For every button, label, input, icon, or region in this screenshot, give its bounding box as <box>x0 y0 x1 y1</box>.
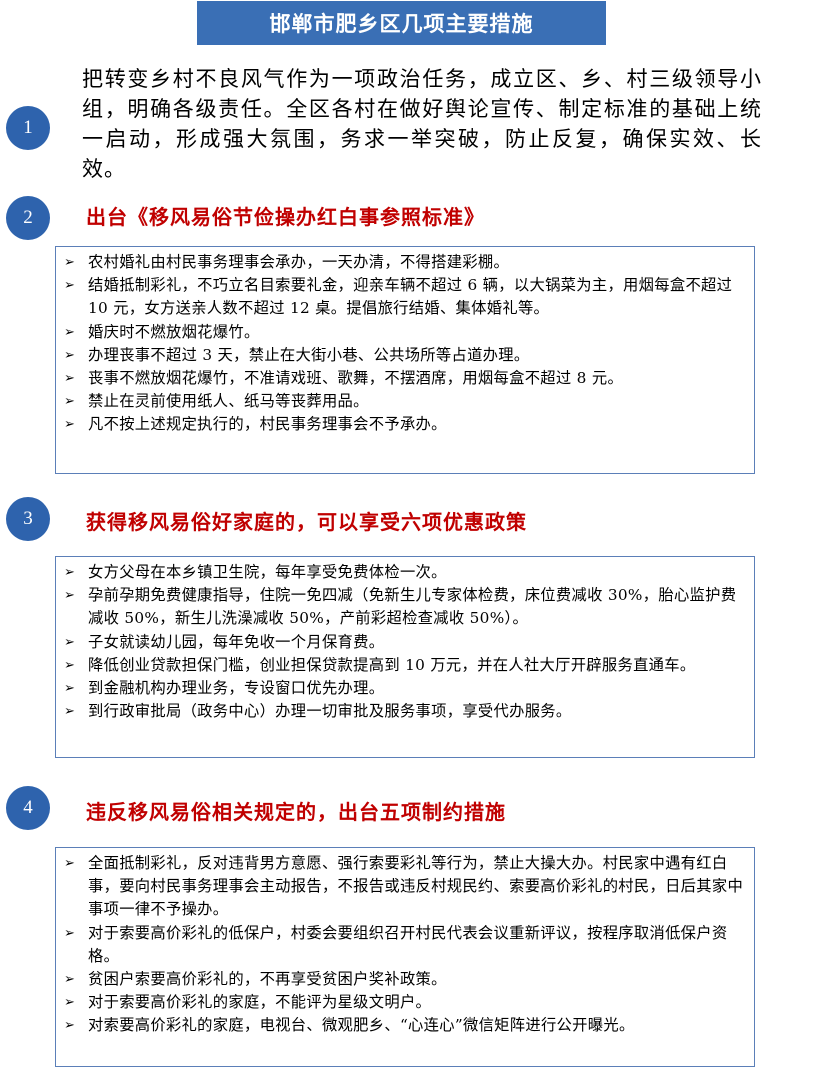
list-item: ➢婚庆时不燃放烟花爆竹。 <box>64 321 746 344</box>
section-number-4: 4 <box>6 786 50 830</box>
section-number-3: 3 <box>6 497 50 541</box>
arrowhead-bullet-icon: ➢ <box>64 588 76 604</box>
list-item: ➢全面抵制彩礼，反对违背男方意愿、强行索要彩礼等行为，禁止大操大办。村民家中遇有… <box>64 854 744 919</box>
list-item: ➢对索要高价彩礼的家庭，电视台、微观肥乡、“心连心”微信矩阵进行公开曝光。 <box>64 1014 746 1037</box>
list-item: ➢到金融机构办理业务，专设窗口优先办理。 <box>64 677 746 700</box>
list-item: ➢子女就读幼儿园，每年免收一个月保育费。 <box>64 631 746 654</box>
section-2-heading: 出台《移风易俗节俭操办红白事参照标准》 <box>86 205 485 229</box>
arrowhead-bullet-icon: ➢ <box>64 972 76 988</box>
list-item: ➢办理丧事不超过 3 天，禁止在大街小巷、公共场所等占道办理。 <box>64 344 746 367</box>
section-2-list: ➢农村婚礼由村民事务理事会承办，一天办清，不得搭建彩棚。 ➢结婚抵制彩礼，不巧立… <box>64 251 746 437</box>
arrowhead-bullet-icon: ➢ <box>64 278 76 294</box>
arrowhead-bullet-icon: ➢ <box>64 681 76 697</box>
page-title: 邯郸市肥乡区几项主要措施 <box>197 1 606 45</box>
list-item: ➢女方父母在本乡镇卫生院，每年享受免费体检一次。 <box>64 561 746 584</box>
list-item: ➢农村婚礼由村民事务理事会承办，一天办清，不得搭建彩棚。 <box>64 251 746 274</box>
section-3-box: ➢女方父母在本乡镇卫生院，每年享受免费体检一次。 ➢孕前孕期免费健康指导，住院一… <box>55 556 755 758</box>
section-1-text: 把转变乡村不良风气作为一项政治任务，成立区、乡、村三级领导小组，明确各级责任。全… <box>82 67 762 181</box>
arrowhead-bullet-icon: ➢ <box>64 255 76 270</box>
arrowhead-bullet-icon: ➢ <box>64 657 76 673</box>
section-4-heading: 违反移风易俗相关规定的，出台五项制约措施 <box>86 800 506 824</box>
list-item: ➢到行政审批局（政务中心）办理一切审批及服务事项，享受代办服务。 <box>64 700 746 723</box>
arrowhead-bullet-icon: ➢ <box>64 347 76 363</box>
arrowhead-bullet-icon: ➢ <box>64 856 76 871</box>
list-item: ➢孕前孕期免费健康指导，住院一免四减（免新生儿专家体检费，床位费减收 30%，胎… <box>64 586 737 628</box>
list-item: ➢结婚抵制彩礼，不巧立名目索要礼金，迎亲车辆不超过 6 辆，以大锅菜为主，用烟每… <box>64 276 733 318</box>
arrowhead-bullet-icon: ➢ <box>64 565 76 580</box>
list-item: ➢对于索要高价彩礼的家庭，不能评为星级文明户。 <box>64 991 746 1014</box>
section-4-box: ➢全面抵制彩礼，反对违背男方意愿、强行索要彩礼等行为，禁止大操大办。村民家中遇有… <box>55 847 755 1067</box>
arrowhead-bullet-icon: ➢ <box>64 995 76 1011</box>
list-item: ➢对于索要高价彩礼的低保户，村委会要组织召开村民代表会议重新评议，按程序取消低保… <box>64 923 728 965</box>
arrowhead-bullet-icon: ➢ <box>64 394 76 410</box>
section-number-2: 2 <box>6 196 50 240</box>
section-2-box: ➢农村婚礼由村民事务理事会承办，一天办清，不得搭建彩棚。 ➢结婚抵制彩礼，不巧立… <box>55 246 755 474</box>
list-item: ➢降低创业贷款担保门槛，创业担保贷款提高到 10 万元，并在人社大厅开辟服务直通… <box>64 654 746 677</box>
list-item: ➢凡不按上述规定执行的，村民事务理事会不予承办。 <box>64 413 746 436</box>
arrowhead-bullet-icon: ➢ <box>64 324 76 340</box>
arrowhead-bullet-icon: ➢ <box>64 1018 76 1034</box>
arrowhead-bullet-icon: ➢ <box>64 634 76 650</box>
arrowhead-bullet-icon: ➢ <box>64 704 76 720</box>
list-item: ➢丧事不燃放烟花爆竹，不准请戏班、歌舞，不摆酒席，用烟每盒不超过 8 元。 <box>64 367 746 390</box>
section-number-1: 1 <box>6 106 50 150</box>
section-3-list: ➢女方父母在本乡镇卫生院，每年享受免费体检一次。 ➢孕前孕期免费健康指导，住院一… <box>64 561 746 723</box>
section-4-list: ➢全面抵制彩礼，反对违背男方意愿、强行索要彩礼等行为，禁止大操大办。村民家中遇有… <box>64 852 746 1038</box>
list-item: ➢禁止在灵前使用纸人、纸马等丧葬用品。 <box>64 390 746 413</box>
arrowhead-bullet-icon: ➢ <box>64 925 76 941</box>
arrowhead-bullet-icon: ➢ <box>64 417 76 433</box>
section-3-heading: 获得移风易俗好家庭的，可以享受六项优惠政策 <box>86 510 527 534</box>
arrowhead-bullet-icon: ➢ <box>64 371 76 387</box>
list-item: ➢贫困户索要高价彩礼的，不再享受贫困户奖补政策。 <box>64 968 746 991</box>
